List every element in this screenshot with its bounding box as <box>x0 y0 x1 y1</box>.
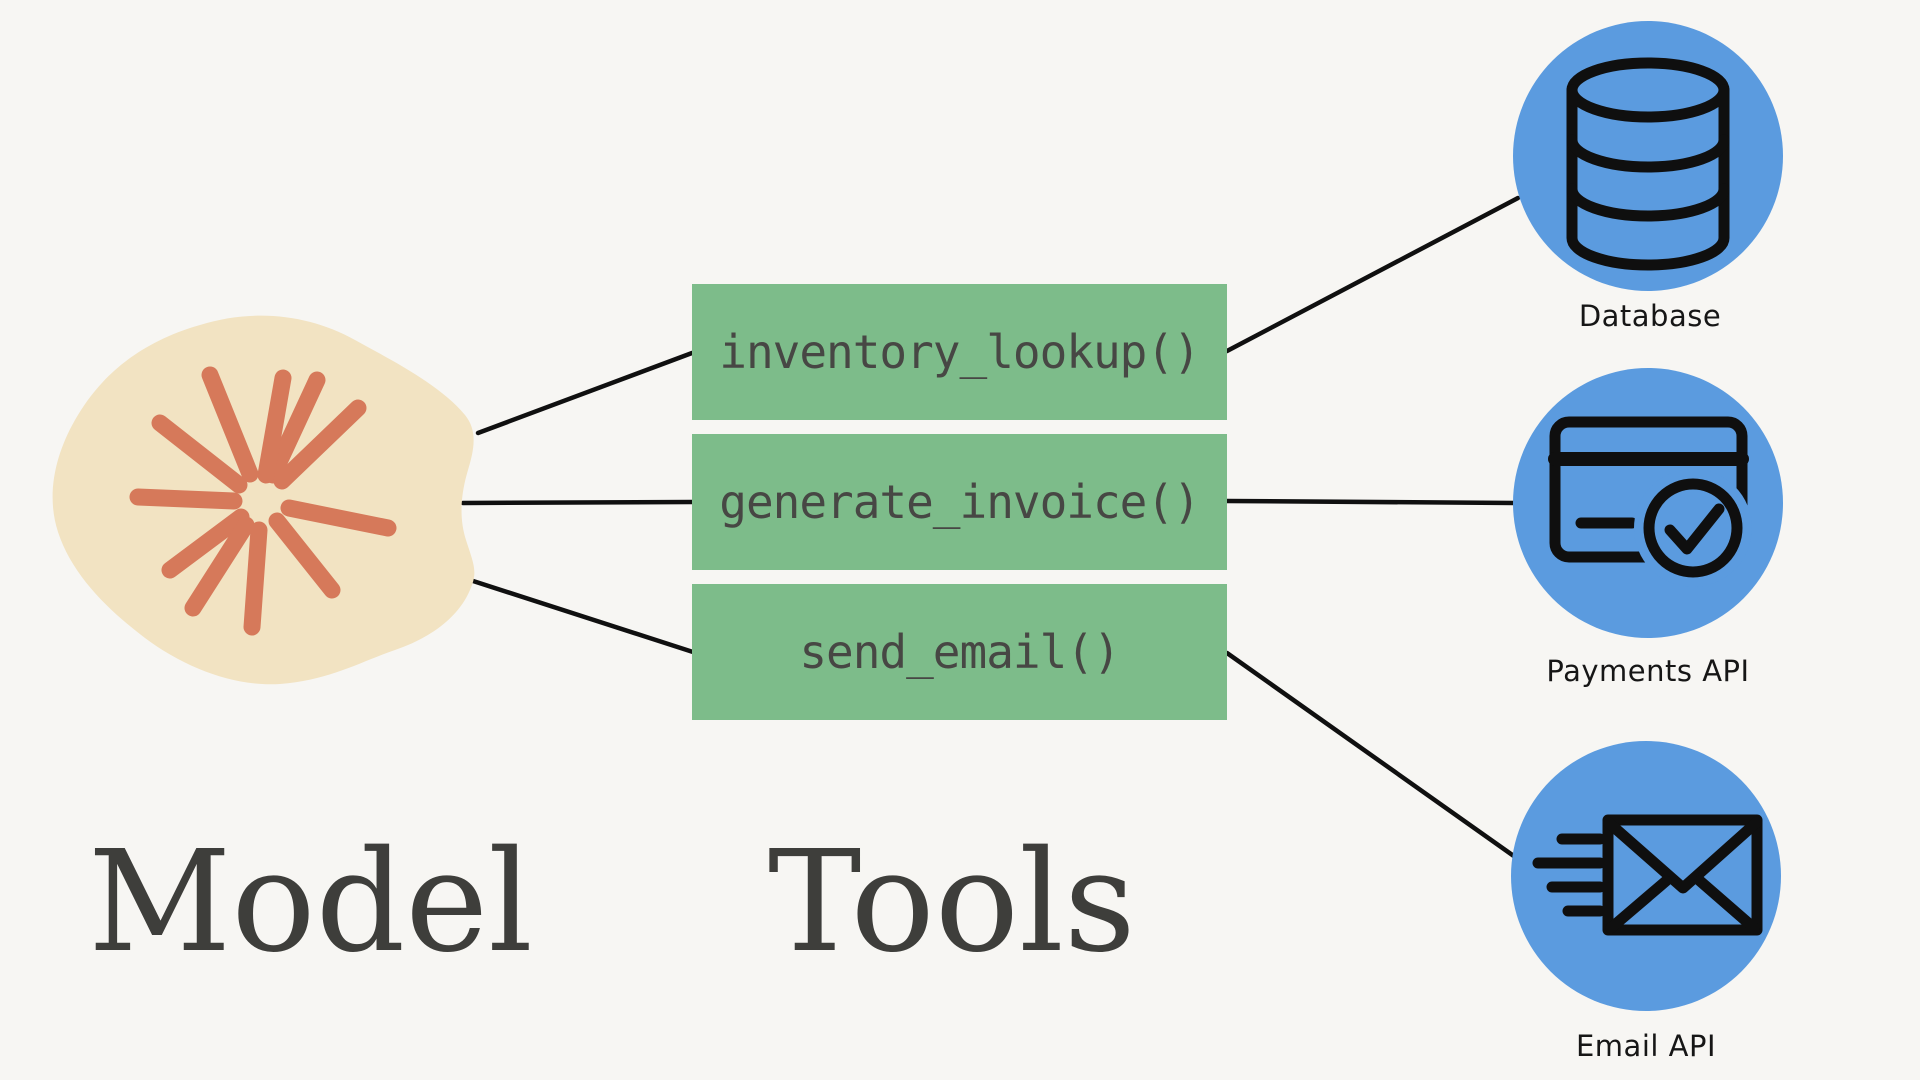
tools-heading: Tools <box>768 821 1136 984</box>
tool-box-send-email: send_email() <box>692 584 1227 720</box>
tool-function-label: generate_invoice() <box>719 475 1200 529</box>
connector-lines <box>460 195 1521 862</box>
model-illustration <box>52 315 475 685</box>
database-icon <box>1566 57 1730 271</box>
service-label-database: Database <box>1578 299 1722 333</box>
tool-box-generate-invoice: generate_invoice() <box>692 434 1227 570</box>
model-blob <box>52 315 475 685</box>
connector-model-to-inventory <box>475 350 695 436</box>
claude-spark-icon <box>129 366 397 636</box>
tool-box-inventory-lookup: inventory_lookup() <box>692 284 1227 420</box>
service-label-payments-api: Payments API <box>1546 654 1750 688</box>
database-circle <box>1513 21 1783 291</box>
model-heading: Model <box>88 821 533 984</box>
service-label-email-api: Email API <box>1575 1029 1717 1063</box>
connector-invoice-to-payments <box>1224 498 1518 506</box>
email-send-icon <box>1532 814 1763 936</box>
credit-card-check-icon <box>1548 416 1752 587</box>
connector-inventory-to-database <box>1224 195 1521 354</box>
connector-model-to-invoice <box>460 499 695 506</box>
tool-function-label: inventory_lookup() <box>719 325 1200 379</box>
tool-function-label: send_email() <box>799 625 1120 679</box>
connector-model-to-email <box>467 577 696 655</box>
connector-email-to-emailapi <box>1224 650 1521 862</box>
